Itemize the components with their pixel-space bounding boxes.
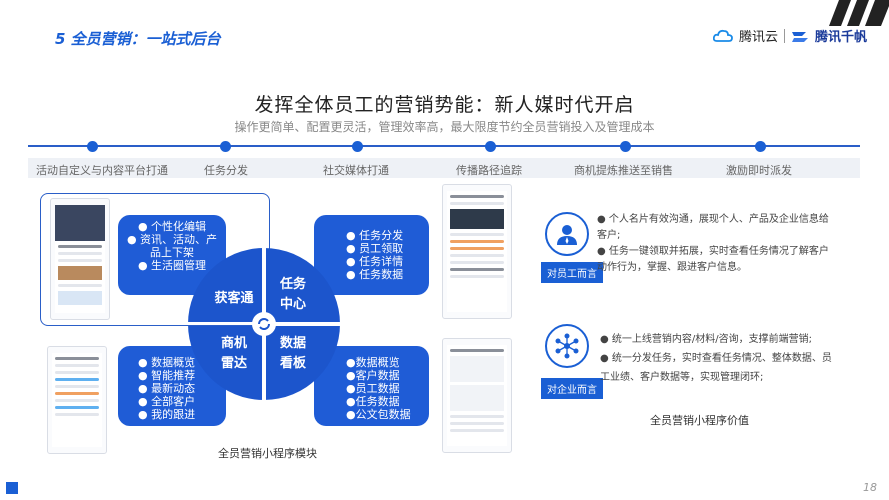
brand-secondary: 腾讯千帆 bbox=[814, 30, 867, 45]
card-item: ●公文包数据 bbox=[346, 408, 411, 421]
phone-screenshot-bl bbox=[47, 346, 107, 454]
card-item: ● 全部客户 bbox=[138, 395, 196, 408]
brand-primary: 腾讯云 bbox=[738, 30, 778, 45]
timeline-label: 活动自定义与内容平台打通 bbox=[36, 164, 168, 177]
card-task-center: ● 任务分发 ● 员工领取 ● 任务详情 ● 任务数据 bbox=[314, 215, 429, 295]
timeline-line bbox=[28, 145, 860, 147]
footer-logo bbox=[6, 482, 18, 494]
card-item: ● 数据概览 bbox=[138, 356, 196, 369]
card-item: ● 任务详情 bbox=[346, 255, 404, 268]
card-item: ●客户数据 bbox=[346, 369, 400, 382]
timeline-label: 任务分发 bbox=[204, 164, 248, 177]
timeline-dot bbox=[620, 141, 631, 152]
cycle-icon bbox=[258, 318, 270, 330]
decorative-stripes bbox=[829, 0, 889, 26]
card-item: ● 最新动态 bbox=[138, 382, 196, 395]
timeline-dot bbox=[352, 141, 363, 152]
network-icon bbox=[545, 324, 589, 368]
sub-heading: 操作更简单、配置更灵活，管理效率高，最大限度节约全员营销投入及管理成本 bbox=[234, 120, 655, 134]
timeline-dot bbox=[485, 141, 496, 152]
tag-enterprise: 对企业而言 bbox=[541, 378, 603, 399]
value-point: ● 任务一键领取并拓展，实时查看任务情况了解客户动作行为，掌握、跟进客户信息。 bbox=[597, 246, 829, 273]
phone-screenshot-br bbox=[442, 338, 512, 453]
timeline-dot bbox=[755, 141, 766, 152]
cloud-icon bbox=[712, 29, 733, 42]
value-point: ● 统一分发任务，实时查看任务情况、整体数据、员工业绩、客户数据等，实现管理闭环… bbox=[600, 353, 832, 383]
center-hub bbox=[252, 312, 276, 336]
person-icon bbox=[545, 212, 589, 256]
timeline-label: 社交媒体打通 bbox=[323, 164, 389, 177]
card-item: ●数据概览 bbox=[346, 356, 400, 369]
page-number: 18 bbox=[863, 481, 877, 494]
enterprise-points: ● 统一上线营销内容/材料/咨询，支撑前端营销; ● 统一分发任务，实时查看任务… bbox=[600, 330, 840, 387]
timeline-dot bbox=[220, 141, 231, 152]
logo-divider bbox=[783, 28, 785, 43]
page-title: 5 全员营销：一站式后台 bbox=[55, 30, 221, 48]
phone-screenshot-tr bbox=[442, 184, 512, 319]
card-item: ● 资讯、活动、产品上下架 bbox=[126, 233, 218, 259]
value-point: ● 个人名片有效沟通，展现个人、产品及企业信息给客户; bbox=[597, 214, 829, 241]
main-heading: 发挥全体员工的营销势能：新人媒时代开启 bbox=[254, 94, 635, 116]
card-item: ● 我的跟进 bbox=[138, 408, 196, 421]
brand-logos: 腾讯云 腾讯千帆 bbox=[712, 26, 867, 45]
card-item: ● 员工领取 bbox=[346, 242, 404, 255]
phone-screenshot-tl bbox=[50, 198, 110, 320]
card-item: ● 任务数据 bbox=[346, 268, 404, 281]
caption-modules: 全员营销小程序模块 bbox=[218, 447, 317, 460]
timeline-label: 商机提炼推送至销售 bbox=[574, 164, 673, 177]
card-item: ● 智能推荐 bbox=[138, 369, 196, 382]
timeline-label: 激励即时派发 bbox=[726, 164, 792, 177]
timeline-label: 传播路径追踪 bbox=[456, 164, 522, 177]
quadrant-data-board: 数据看板 bbox=[266, 326, 340, 400]
employee-points: ● 个人名片有效沟通，展现个人、产品及企业信息给客户; ● 任务一键领取并拓展，… bbox=[597, 212, 837, 276]
caption-value: 全员营销小程序价值 bbox=[650, 414, 749, 427]
card-item: ●任务数据 bbox=[346, 395, 400, 408]
card-item: ●员工数据 bbox=[346, 382, 400, 395]
card-item: ● 个性化编辑 bbox=[137, 220, 207, 233]
quadrant-huoketong: 获客通 bbox=[188, 248, 262, 322]
card-item: ● 任务分发 bbox=[346, 229, 404, 242]
module-circle: 获客通 任务中心 商机雷达 数据看板 bbox=[188, 248, 340, 400]
quadrant-shangjileida: 商机雷达 bbox=[188, 326, 262, 400]
timeline-band bbox=[28, 158, 860, 178]
qianfan-icon bbox=[791, 31, 808, 42]
timeline-dot bbox=[87, 141, 98, 152]
value-point: ● 统一上线营销内容/材料/咨询，支撑前端营销; bbox=[600, 334, 813, 345]
quadrant-task-center: 任务中心 bbox=[266, 248, 340, 322]
tag-employee: 对员工而言 bbox=[541, 262, 603, 283]
